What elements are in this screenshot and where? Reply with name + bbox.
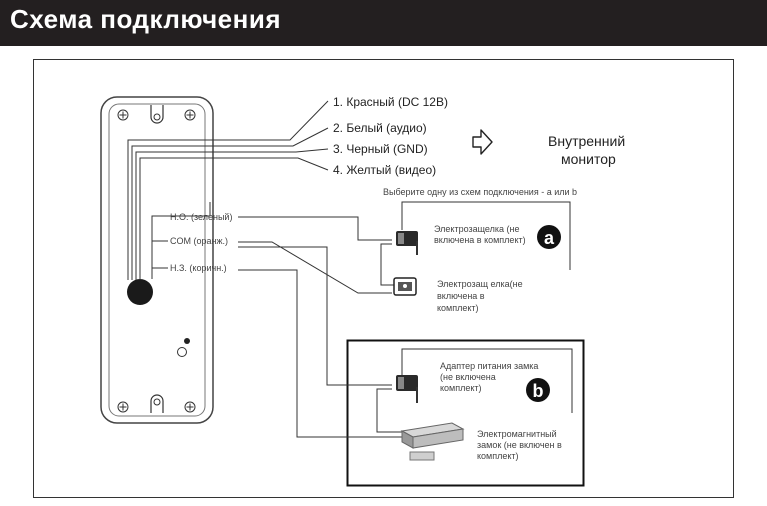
scheme-a-bracket [401,201,571,270]
scheme-choice-note: Выберите одну из схем подключения - a ил… [383,187,577,197]
latch-a2-label-line2: включена в [437,291,485,301]
diagram-frame [33,59,734,498]
adapter-label-line2: (не включена [440,372,496,382]
terminal-label-no: Н.О. (зеленый) [170,212,232,222]
scheme-b-badge-label: b [533,381,544,401]
scheme-a-badge [537,225,561,249]
terminal-wires [151,202,211,279]
screw-icon [184,109,196,121]
title-bar: Схема подключения [0,0,767,46]
latch-a2-label-line1: Электрозащ елка(не [437,279,523,289]
maglock-label-line2: замок (не включен в [477,440,562,450]
adapter-label-line3: комплект) [440,383,482,393]
screw-icon [184,401,196,413]
outdoor-panel [100,96,214,424]
screw-icon [117,109,129,121]
scheme-a-wires [238,216,394,294]
scheme-b-badge [526,378,550,402]
scheme-b-bracket [401,348,573,413]
mount-slot-top [150,105,164,124]
screw-hole-icon [177,347,187,357]
page-title: Схема подключения [10,4,282,34]
terminal-label-com: COM (оранж.) [170,236,228,246]
wire-label-black: 3. Черный (GND) [333,142,428,156]
adapter-label-line1: Адаптер питания замка [440,361,538,371]
maglock-label-line3: комплект) [477,451,519,461]
monitor-label-line1: Внутренний [548,133,625,149]
scheme-b-box [346,339,585,487]
electric-latch-2-icon [393,277,417,296]
scheme-a-badge-label: a [544,228,555,248]
latch-a1-label-line1: Электрозащелка (не [434,224,520,234]
screw-icon [117,401,129,413]
magnetic-lock-icon [400,422,465,461]
cable-grommet [127,279,153,305]
wire-label-yellow: 4. Желтый (видео) [333,163,436,177]
wire-label-red: 1. Красный (DC 12В) [333,95,448,109]
scheme-b-wires [238,246,405,438]
wire-bundle [127,100,329,280]
mount-slot-bottom [150,394,164,413]
wire-label-white: 2. Белый (аудио) [333,121,427,135]
monitor-label-line2: монитор [561,151,616,167]
terminal-label-nc: Н.З. (коричн.) [170,263,227,273]
indicator-icon [184,338,190,344]
latch-a1-label-line2: включена в комплект) [434,235,526,245]
electric-latch-icon [396,231,418,255]
maglock-label-line1: Электромагнитный [477,429,557,439]
latch-a2-label-line3: комплект) [437,303,479,313]
power-adapter-icon [396,375,418,403]
arrow-right-icon [472,129,493,155]
